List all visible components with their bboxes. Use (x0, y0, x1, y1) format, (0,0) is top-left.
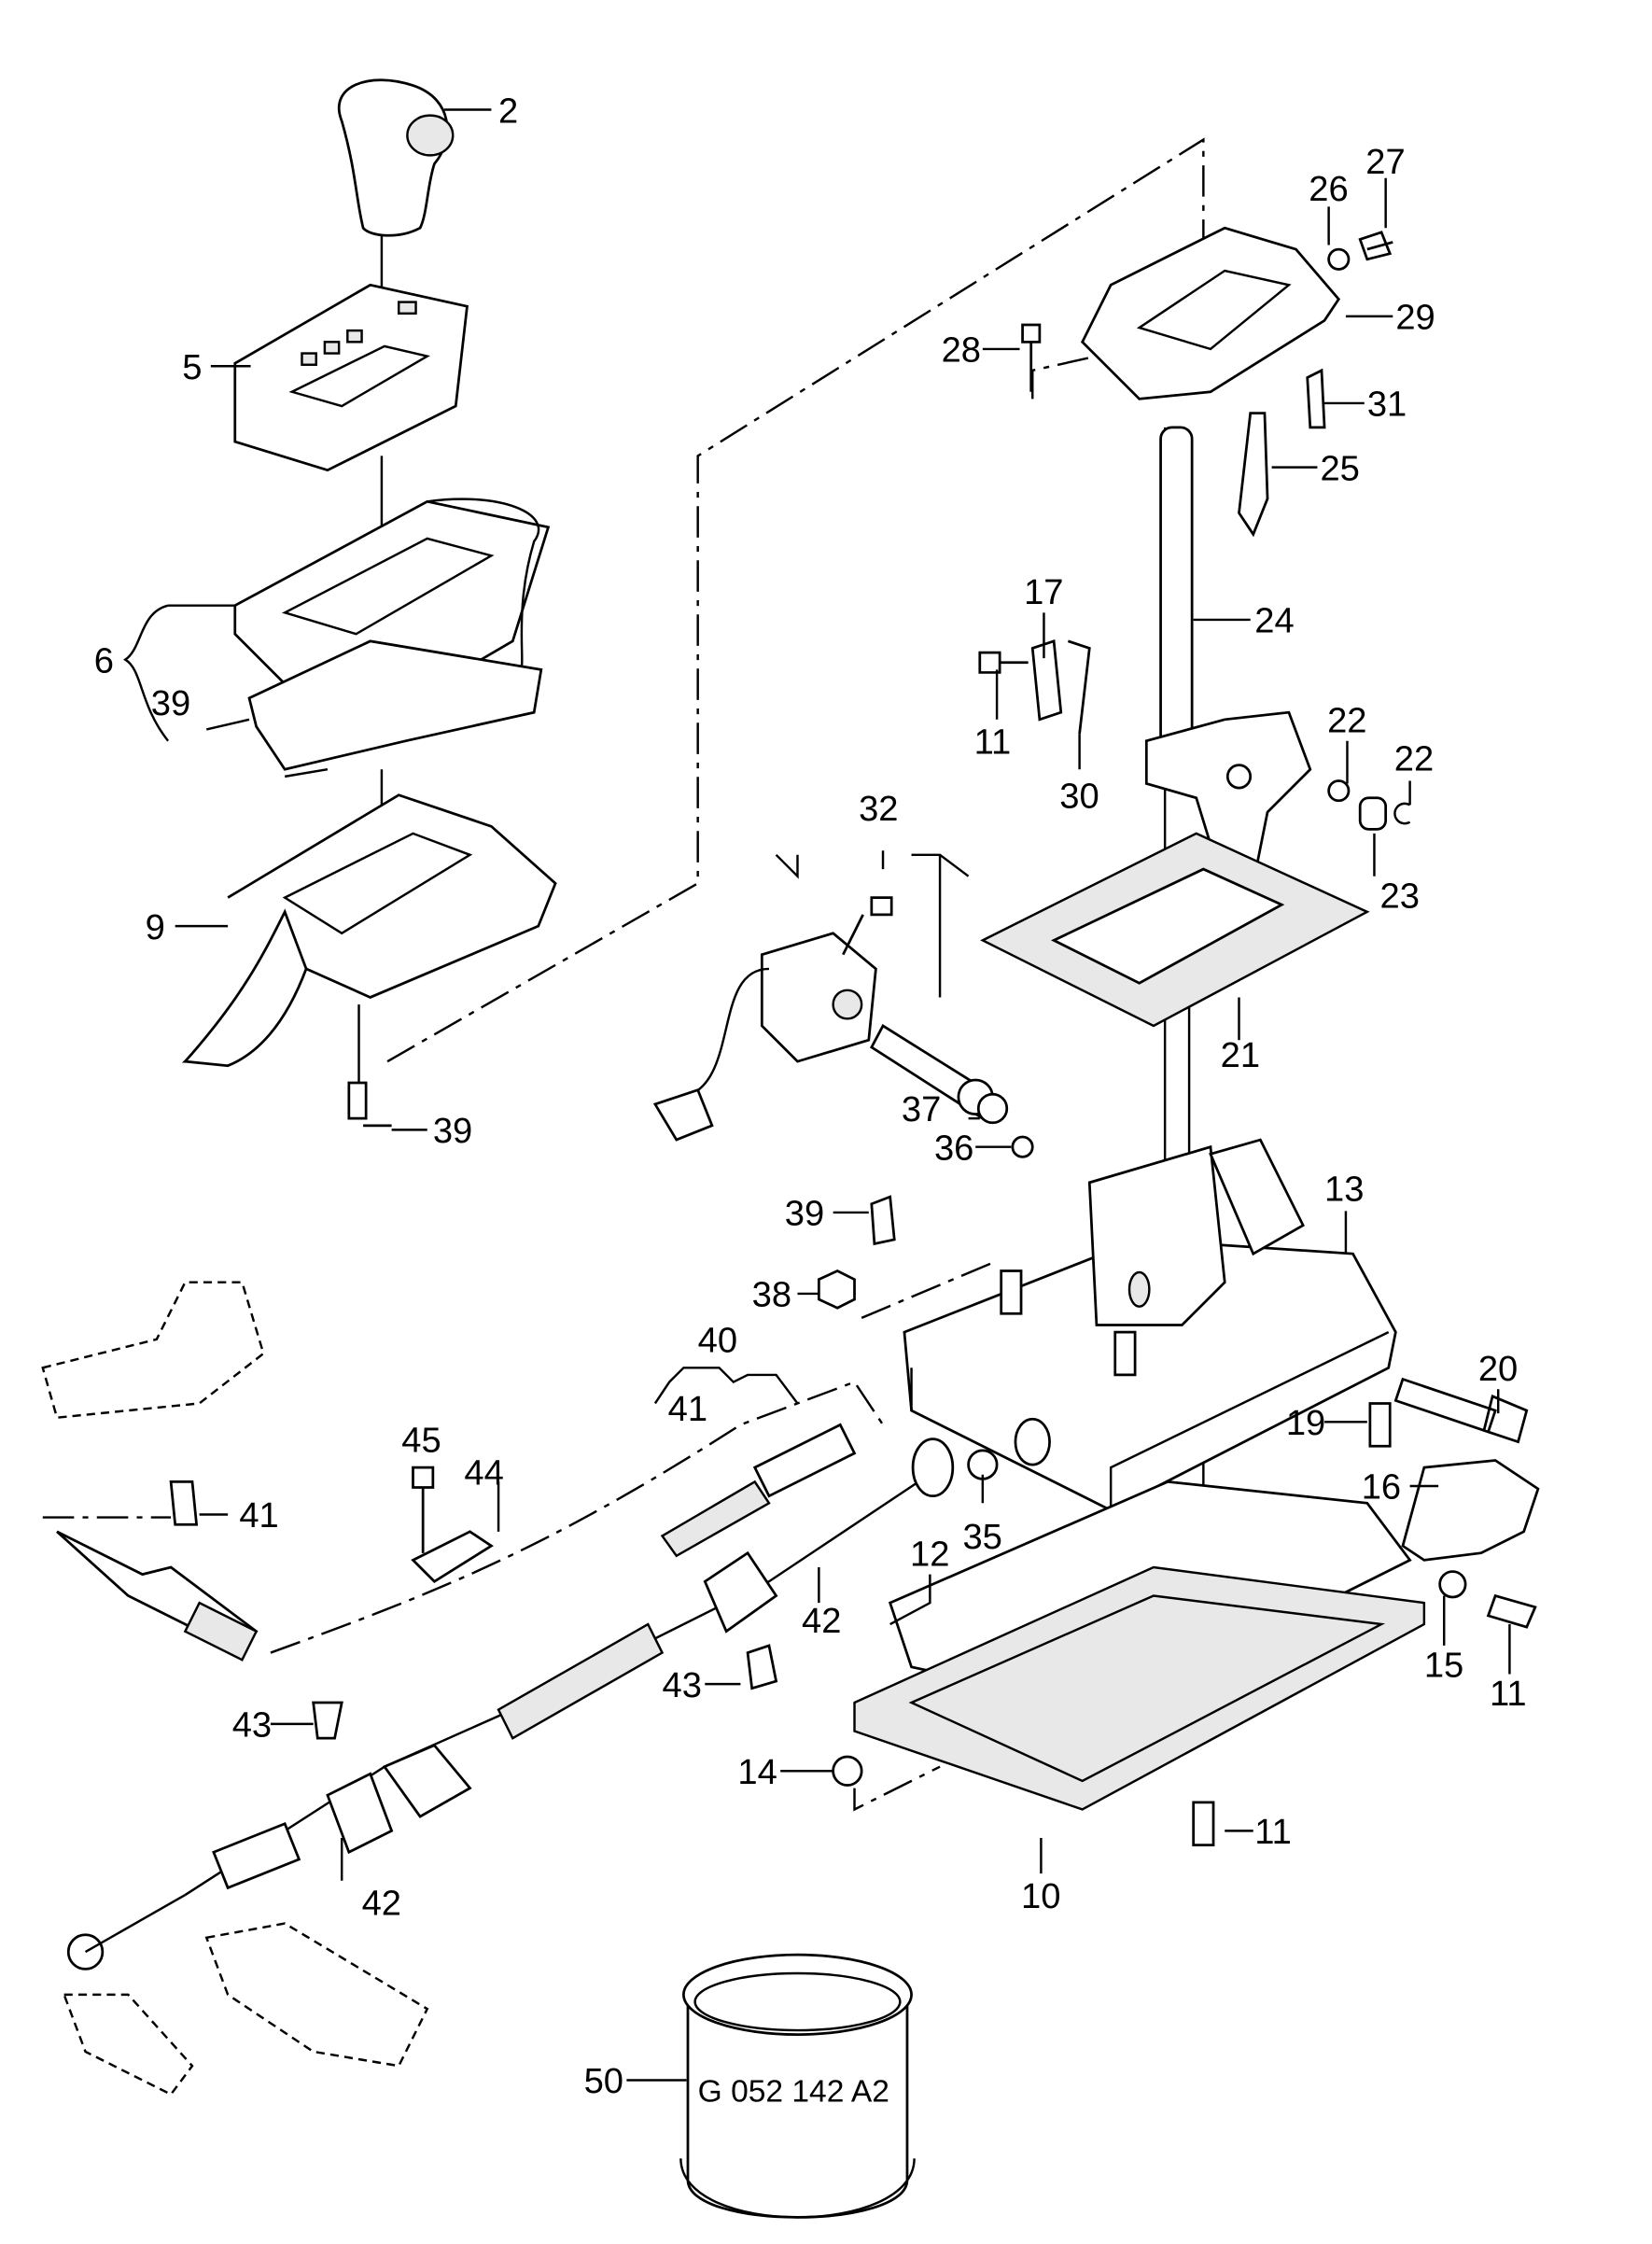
can-label: G 052 142 A2 (698, 2074, 889, 2109)
callout-44: 44 (464, 1452, 503, 1493)
callout-45: 45 (401, 1420, 441, 1460)
bolt (1358, 231, 1393, 261)
callout-22: 22 (1327, 701, 1366, 741)
callout-27: 27 (1365, 142, 1405, 182)
clip (312, 1644, 778, 1740)
clip (870, 1195, 896, 1246)
bolt (1021, 323, 1042, 392)
o-ring (832, 1755, 863, 1787)
callout-9: 9 (146, 907, 165, 947)
callout-20: 20 (1478, 1349, 1518, 1389)
callout-11: 11 (1254, 1812, 1292, 1852)
selector-trim (205, 498, 551, 778)
callout-38: 38 (752, 1275, 791, 1315)
grease-can: G 052 142 A2 (679, 1953, 916, 2219)
bolt (1393, 1377, 1529, 1444)
callout-41: 41 (239, 1495, 278, 1536)
screw (1192, 1801, 1215, 1846)
callout-39: 39 (785, 1194, 824, 1234)
callout-12: 12 (910, 1534, 949, 1574)
washer (1438, 1570, 1467, 1599)
callout-14: 14 (737, 1752, 777, 1792)
callout-17: 17 (1024, 572, 1063, 612)
callout-31: 31 (1367, 385, 1407, 425)
selector-cable (56, 1423, 857, 1662)
gearbox-lever-ghost (41, 1281, 265, 1420)
callout-29: 29 (1395, 298, 1435, 338)
callout-36: 36 (934, 1128, 973, 1168)
callout-39: 39 (433, 1111, 472, 1151)
cover-plate (233, 283, 469, 472)
screw (1000, 1269, 1392, 1448)
callout-25: 25 (1320, 448, 1359, 488)
nut (976, 1092, 1009, 1125)
bolt (842, 896, 893, 956)
clip (169, 1480, 199, 1526)
shift-cable (66, 1438, 955, 1971)
callout-22: 22 (1394, 739, 1434, 779)
leader-lines (122, 108, 1511, 2082)
callout-42: 42 (362, 1883, 401, 1923)
callout-42: 42 (802, 1601, 841, 1641)
callout-50: 50 (584, 2061, 623, 2101)
callout-19: 19 (1286, 1403, 1325, 1443)
callout-43: 43 (232, 1705, 272, 1746)
callout-39: 39 (151, 683, 190, 723)
callout-40: 40 (698, 1321, 737, 1361)
callout-23: 23 (1380, 876, 1420, 916)
callout-10: 10 (1021, 1876, 1060, 1916)
washer (1011, 1135, 1034, 1158)
clip (1306, 368, 1326, 429)
bushing (1358, 796, 1388, 831)
clip (347, 1081, 392, 1128)
selector-base (903, 1138, 1397, 1512)
spring (1030, 639, 1091, 735)
gearbox-lever-ghost (62, 1993, 194, 2097)
selector-shaft (1144, 426, 1312, 892)
callout-37: 37 (902, 1089, 941, 1129)
callout-15: 15 (1424, 1646, 1463, 1686)
circlip (1393, 802, 1411, 825)
callout-labels: 2 5 6 39 9 39 26 27 28 29 31 25 24 17 11… (94, 91, 1527, 2101)
screw (1486, 1593, 1537, 1629)
callout-21: 21 (1221, 1035, 1260, 1075)
bolt (978, 651, 1029, 674)
callout-5: 5 (182, 347, 202, 387)
bracket (411, 1530, 494, 1583)
callout-26: 26 (1309, 169, 1348, 209)
selector-housing (181, 793, 557, 1068)
callout-6: 6 (94, 640, 114, 680)
circlip (1327, 779, 1351, 803)
callout-28: 28 (942, 330, 981, 371)
lever (1401, 1459, 1540, 1562)
nut (817, 1269, 856, 1310)
callout-32: 32 (859, 789, 898, 829)
callout-11: 11 (974, 722, 1012, 762)
callout-11: 11 (1490, 1674, 1527, 1714)
gasket (980, 832, 1370, 1028)
shift-knob (338, 78, 455, 237)
callout-30: 30 (1059, 776, 1099, 816)
base-plate (853, 1480, 1426, 1811)
callout-24: 24 (1254, 601, 1294, 641)
lever (1238, 412, 1269, 538)
callout-2: 2 (498, 91, 518, 131)
washer (1327, 247, 1351, 271)
gearbox-lever-ghost (204, 1922, 429, 2068)
callout-16: 16 (1362, 1467, 1401, 1508)
shift-gate (1080, 226, 1341, 400)
callout-43: 43 (663, 1665, 702, 1705)
callout-13: 13 (1324, 1170, 1364, 1210)
solenoid (652, 932, 1000, 1142)
callout-35: 35 (962, 1517, 1001, 1557)
callout-41: 41 (668, 1389, 707, 1429)
